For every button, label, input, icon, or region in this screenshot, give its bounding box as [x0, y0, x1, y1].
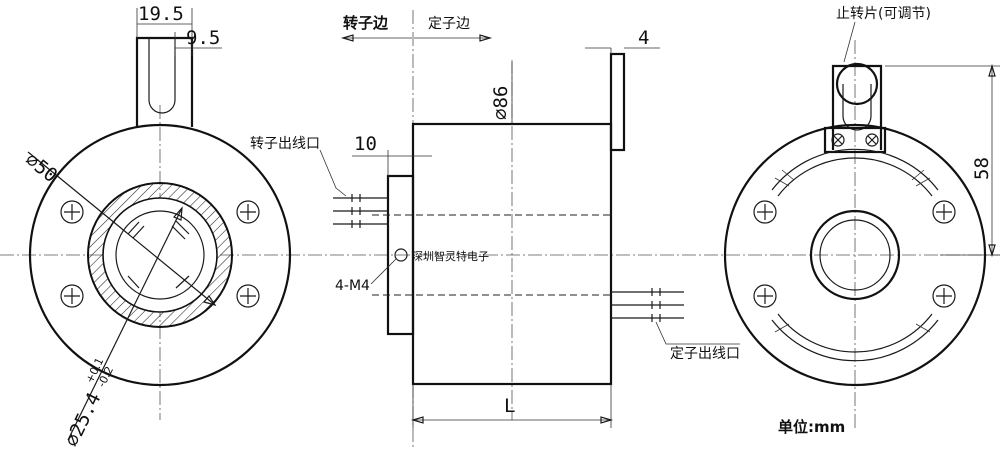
right-view-stator-side: 止转片(可调节) 58 单位:mm	[723, 6, 1000, 436]
middle-view-side: 转子边 定子边 4 ⌀86 10 转子出线口	[250, 10, 740, 450]
left-stopper-slot	[148, 38, 176, 114]
left-bore	[102, 197, 218, 313]
left-flange-outline	[28, 123, 292, 387]
stator-wires	[611, 288, 684, 322]
dim-9-5: 9.5	[186, 27, 220, 49]
left-screw-bottom-left	[60, 284, 84, 308]
left-bore-inner	[115, 210, 205, 300]
label-stator-outlet: 定子出线口	[670, 346, 740, 362]
d25-leader	[67, 207, 183, 441]
right-screw-top-left	[753, 200, 777, 224]
label-4-m4: 4-M4	[335, 278, 370, 294]
stopper-bracket	[831, 64, 883, 150]
right-screw-top-right	[932, 200, 956, 224]
label-stopper: 止转片(可调节)	[836, 6, 931, 22]
right-screw-bottom-right	[932, 284, 956, 308]
right-flange-outline	[723, 123, 987, 387]
dim-d25: ⌀25.4	[61, 389, 106, 450]
arc-slot-upper	[771, 148, 939, 197]
rotor-wires	[333, 194, 388, 228]
dim-10: 10	[354, 133, 377, 155]
arc-slot-lower	[771, 313, 939, 362]
label-maker: 深圳智灵特电子	[412, 249, 489, 263]
dim-58: 58	[971, 157, 993, 180]
rotor-flange	[386, 174, 415, 336]
stopper-pin	[835, 62, 879, 106]
dim-length: L	[504, 395, 515, 417]
dim-19-5: 19.5	[138, 3, 184, 25]
label-stator-side: 定子边	[428, 16, 470, 32]
stopper-clamp	[823, 126, 887, 154]
left-stopper-fork	[135, 36, 194, 127]
right-screw-bottom-left	[753, 284, 777, 308]
label-rotor-outlet: 转子出线口	[250, 136, 320, 152]
d50-leader	[27, 151, 216, 306]
left-screw-top-right	[236, 200, 260, 224]
label-rotor-side: 转子边	[343, 14, 389, 32]
left-view-rotor-side: 19.5 9.5 ⌀50 ⌀25.4 +0.1 -0.2	[21, 3, 292, 450]
dim-4: 4	[638, 27, 649, 49]
dim-d50: ⌀50	[21, 149, 62, 187]
right-bore-outer	[809, 209, 901, 301]
label-unit: 单位:mm	[778, 418, 845, 436]
dim-d86: ⌀86	[490, 86, 512, 120]
stator-tab	[609, 52, 626, 152]
right-bore-inner	[819, 219, 891, 291]
m4-screw-hole	[394, 248, 408, 262]
left-screw-bottom-right	[236, 284, 260, 308]
left-screw-top-left	[60, 200, 84, 224]
